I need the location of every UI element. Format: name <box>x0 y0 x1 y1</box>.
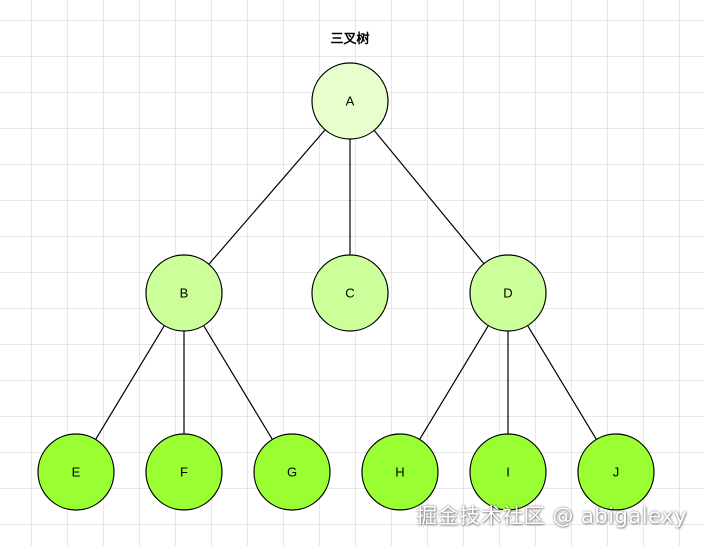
node-circle-d <box>469 254 547 332</box>
node-label-e: E <box>72 465 81 480</box>
edge-b-g <box>203 325 273 440</box>
node-b: B <box>145 254 223 332</box>
node-circle-b <box>145 254 223 332</box>
nodes-layer: A B C D E F G H I J <box>37 62 655 511</box>
node-circle-f <box>145 433 223 511</box>
node-label-d: D <box>503 286 512 301</box>
node-a: A <box>311 62 389 140</box>
node-circle-g <box>253 433 331 511</box>
node-label-b: B <box>180 286 189 301</box>
node-circle-c <box>311 254 389 332</box>
edge-d-h <box>419 325 489 440</box>
node-label-h: H <box>395 465 404 480</box>
node-circle-h <box>361 433 439 511</box>
diagram-title: 三叉树 <box>330 32 370 47</box>
node-label-c: C <box>345 286 354 301</box>
node-h: H <box>361 433 439 511</box>
node-g: G <box>253 433 331 511</box>
node-label-a: A <box>346 94 355 109</box>
node-circle-j <box>577 433 655 511</box>
edge-b-e <box>95 325 165 440</box>
node-circle-e <box>37 433 115 511</box>
node-label-i: I <box>506 465 510 480</box>
edges-layer <box>95 129 597 440</box>
node-e: E <box>37 433 115 511</box>
node-circle-i <box>469 433 547 511</box>
node-label-g: G <box>287 465 297 480</box>
node-j: J <box>577 433 655 511</box>
node-circle-a <box>311 62 389 140</box>
edge-a-b <box>208 129 326 265</box>
edge-d-j <box>527 325 597 440</box>
node-label-j: J <box>613 465 620 480</box>
node-label-f: F <box>180 465 188 480</box>
node-d: D <box>469 254 547 332</box>
node-c: C <box>311 254 389 332</box>
node-i: I <box>469 433 547 511</box>
edge-a-d <box>373 129 485 265</box>
watermark-text: 掘金技术社区 @ abigalexy <box>416 504 687 528</box>
node-f: F <box>145 433 223 511</box>
